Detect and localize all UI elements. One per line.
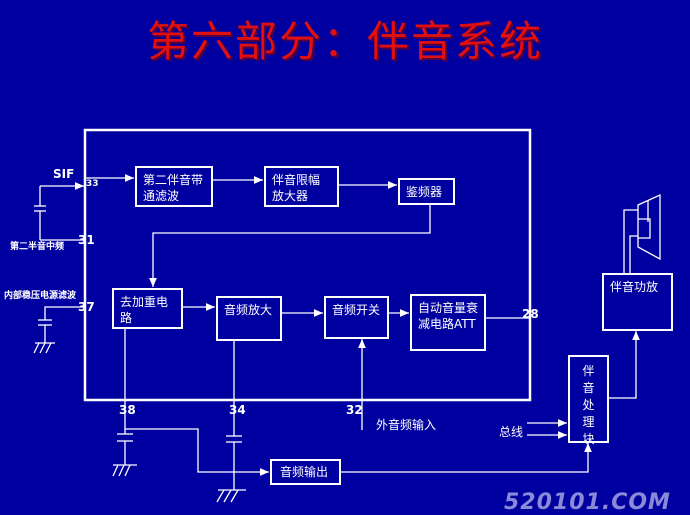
pin-34: 34 [229, 403, 246, 417]
pin-32: 32 [346, 403, 363, 417]
block-limiter-amplifier: 伴音限幅放大器 [264, 166, 339, 207]
processor-label: 伴音处理块 [582, 364, 595, 446]
external-input-label: 外音频输入 [376, 418, 437, 432]
block-discriminator: 鉴频器 [398, 178, 455, 205]
ic-outline [83, 128, 532, 402]
block-att: 自动音量衰减电路ATT [410, 294, 486, 351]
block-audio-output: 音频输出 [270, 459, 341, 485]
watermark: 520101.COM [504, 490, 671, 515]
pin-31: 31 [78, 233, 95, 247]
regulator-filter-label: 内部稳压电源滤波 [4, 291, 77, 301]
block-power-amplifier: 伴音功放 [602, 273, 673, 331]
pin-33: 33 [86, 179, 99, 189]
second-if-label: 第二半音中频 [10, 242, 65, 252]
block-audio-amplifier: 音频放大 [216, 296, 282, 341]
pin-37: 37 [78, 300, 95, 314]
block-sound-processor: 伴音处理块 [568, 355, 609, 446]
sif-label: SIF [53, 167, 75, 181]
block-audio-switch: 音频开关 [324, 296, 389, 339]
pin-38: 38 [119, 403, 136, 417]
pin-28: 28 [522, 307, 539, 321]
bus-label: 总线 [499, 425, 524, 439]
slide-title: 第六部分：伴音系统 [146, 17, 543, 66]
block-deemphasis: 去加重电路 [112, 288, 183, 329]
block-bandpass-filter: 第二伴音带通滤波 [135, 166, 213, 207]
